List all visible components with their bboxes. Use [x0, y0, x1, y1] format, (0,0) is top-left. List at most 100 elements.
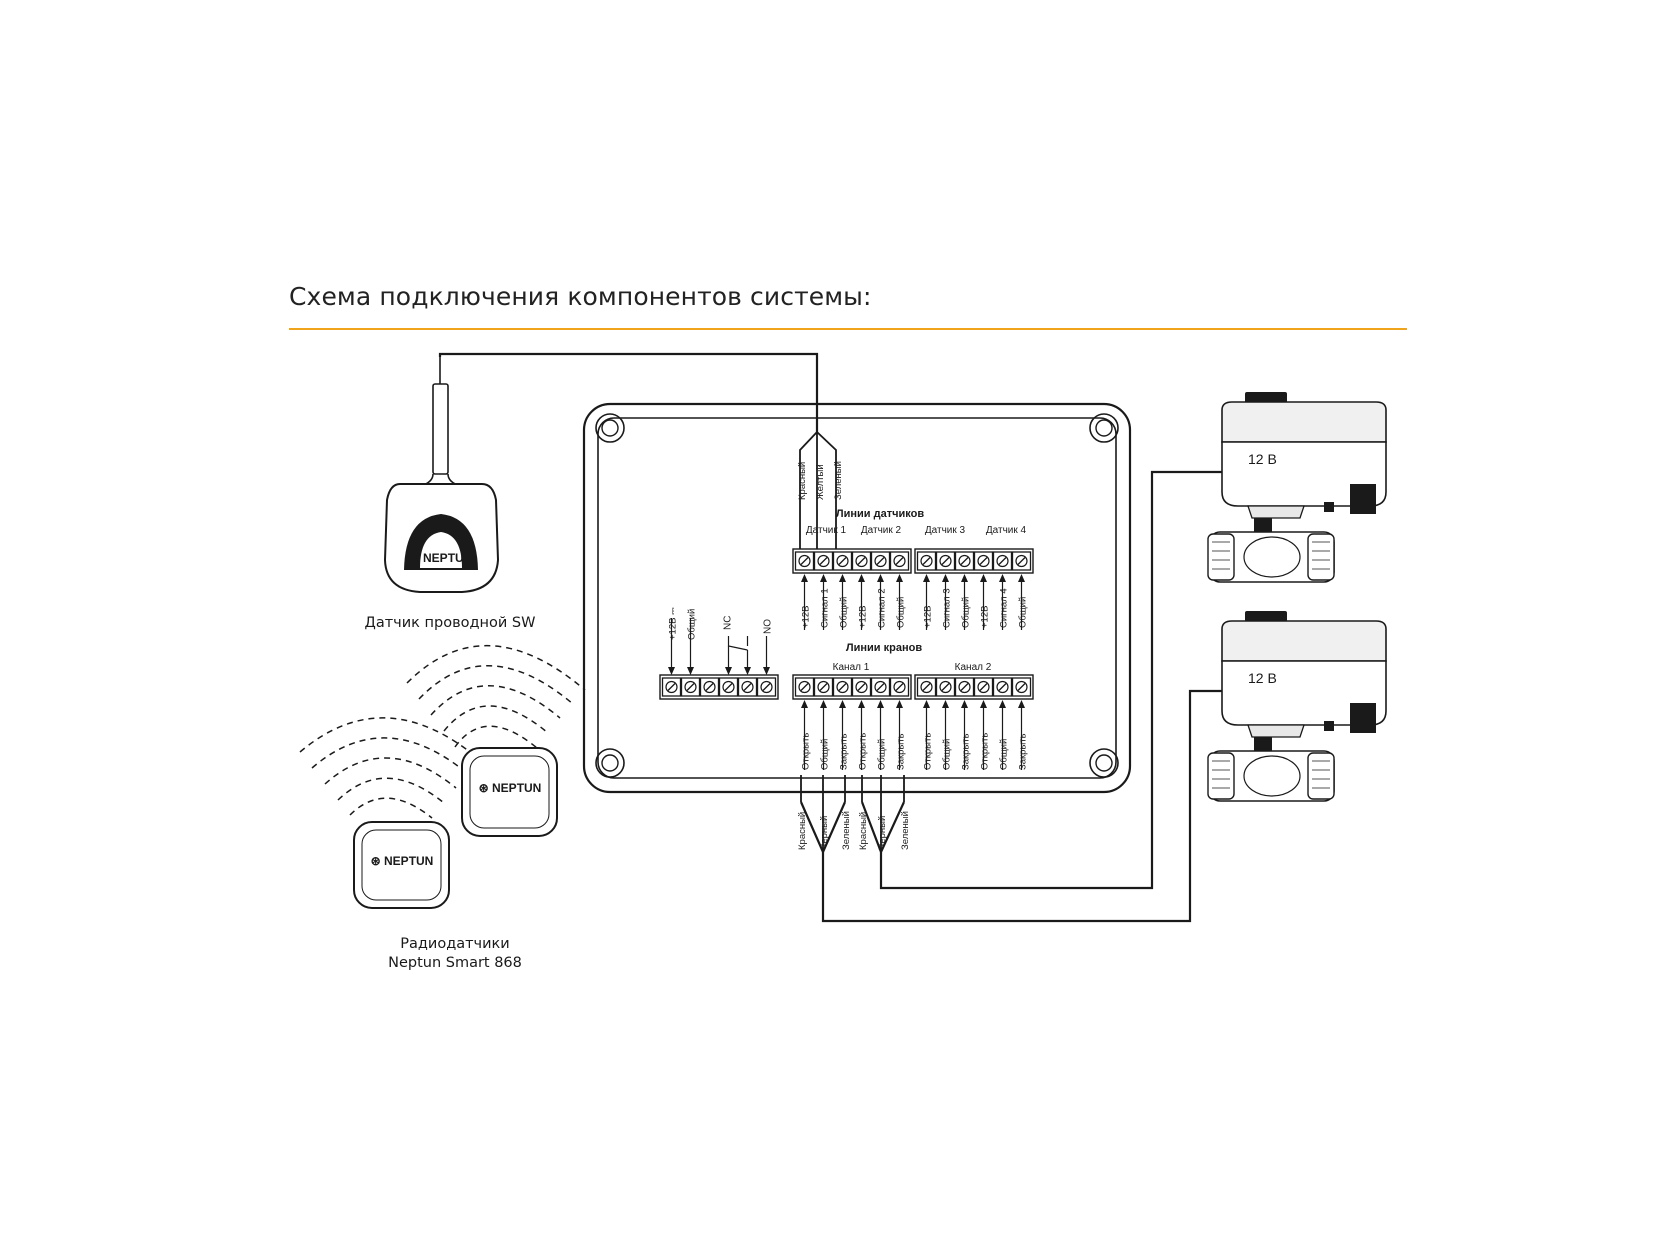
- sensor-terminal-label: Сигнал 2: [877, 588, 888, 628]
- relay-contact-symbol: NC NO: [723, 616, 774, 675]
- arrow-head: [801, 700, 808, 708]
- valve-terminal-label: Открыть: [980, 733, 991, 770]
- valve-nut-left: [1207, 533, 1235, 581]
- valve-wire-color: Красный: [797, 812, 808, 850]
- valve-lines-heading: Линии кранов: [846, 642, 922, 654]
- sensor-terminal-block-1: [792, 548, 912, 574]
- valves: 12 В 12 В: [1207, 392, 1387, 802]
- arrow-head: [980, 700, 987, 708]
- screw-slot: [686, 683, 695, 691]
- screw-head: [703, 680, 716, 694]
- arrow-head: [744, 667, 751, 675]
- controller-housing: [582, 402, 1132, 794]
- power-terminal-label: +12В ⎓: [668, 607, 679, 640]
- valve-wire-color: Черный: [819, 816, 830, 850]
- arrow-head: [668, 667, 675, 675]
- screw-head: [855, 554, 868, 568]
- sensor-terminal-label: Общий: [961, 597, 972, 628]
- arrow-head: [820, 574, 827, 582]
- arrow-head: [858, 574, 865, 582]
- screw-slot: [895, 557, 904, 565]
- relay-no-label: NO: [763, 619, 774, 634]
- actuator-connector: [1350, 484, 1376, 514]
- screw-slot: [941, 683, 950, 691]
- arrow-head: [961, 574, 968, 582]
- arrow-head: [896, 574, 903, 582]
- screw-slot: [724, 683, 733, 691]
- actuator-top: [1221, 620, 1387, 662]
- relay-nc-label: NC: [723, 616, 734, 630]
- screw-head: [874, 680, 887, 694]
- valve-wire-color: Зеленый: [900, 811, 911, 850]
- screw-slot: [979, 683, 988, 691]
- screw-slot: [857, 683, 866, 691]
- sensor-wire: [799, 431, 837, 549]
- screw-slot: [743, 683, 752, 691]
- valve-knob: [1245, 611, 1287, 623]
- brand-label: ⊛ NEPTUN: [479, 781, 542, 795]
- sensor-terminal-label: +12В: [858, 606, 869, 628]
- screw-head: [958, 554, 971, 568]
- screw-head: [798, 554, 811, 568]
- arrow-head: [858, 700, 865, 708]
- screw-head: [722, 680, 735, 694]
- valve-wire-color: Черный: [877, 816, 888, 850]
- screw-slot: [838, 557, 847, 565]
- page-title: Схема подключения компонентов системы:: [289, 282, 872, 311]
- screw-slot: [922, 683, 931, 691]
- sensor-group-label: Датчик 4: [986, 525, 1027, 536]
- radio-sensor-lower: ⊛ NEPTUN: [353, 821, 450, 909]
- screw-slot: [819, 683, 828, 691]
- valve-nut-right: [1307, 752, 1335, 800]
- radio-sensors-caption-1: Радиодатчики: [400, 936, 510, 952]
- sensor-wire-color: Зеленый: [833, 461, 844, 500]
- brand-label: ⊛ NEPTUN: [410, 551, 473, 565]
- sensor-terminal-label: Сигнал 4: [999, 588, 1010, 628]
- wired-sensor-sw: ⊛ NEPTUN: [383, 357, 500, 593]
- screw-head: [817, 554, 830, 568]
- screw-head: [760, 680, 773, 694]
- valve-nut-left: [1207, 752, 1235, 800]
- brand-label: ⊛ NEPTUN: [371, 854, 434, 868]
- sensor-group-label: Датчик 3: [925, 525, 966, 536]
- title-underline: [289, 328, 1407, 330]
- valve-terminal-label: Открыть: [923, 733, 934, 770]
- actuator-top: [1221, 401, 1387, 443]
- valve-terminal-label: Открыть: [858, 733, 869, 770]
- arrow-head: [942, 700, 949, 708]
- valve-nut-right: [1307, 533, 1335, 581]
- valve-ball-outline: [1243, 755, 1301, 797]
- sensor-wire-color: Желтый: [815, 464, 826, 500]
- actuator-neck: [1247, 505, 1305, 519]
- valve-terminal-label: Открыть: [801, 733, 812, 770]
- arrow-head: [999, 700, 1006, 708]
- power-terminal-label: Общий: [687, 609, 698, 640]
- screw-slot: [762, 683, 771, 691]
- arrow-head: [923, 574, 930, 582]
- actuator-neck: [1247, 724, 1305, 738]
- arrow-head: [687, 667, 694, 675]
- screw-head: [920, 554, 933, 568]
- valve-wire-color: Зеленый: [841, 811, 852, 850]
- arrow-head: [961, 700, 968, 708]
- valve-stem: [1254, 518, 1272, 534]
- screw-head: [836, 554, 849, 568]
- screw-head: [836, 680, 849, 694]
- screw-slot: [998, 683, 1007, 691]
- sensor-terminal-label: Сигнал 3: [942, 588, 953, 628]
- valve-knob: [1245, 392, 1287, 404]
- arrow-head: [725, 667, 732, 675]
- valve-terminal-label: Закрыть: [839, 733, 850, 770]
- arrow-head: [942, 574, 949, 582]
- sensor-terminal-label: Общий: [839, 597, 850, 628]
- screw-head: [874, 554, 887, 568]
- sensor-terminal-label: Общий: [1018, 597, 1029, 628]
- ball-valve-2: 12 В: [1207, 611, 1387, 802]
- arrow-head: [1018, 574, 1025, 582]
- screw-slot: [857, 557, 866, 565]
- screw-head: [939, 554, 952, 568]
- ball-valve-1: 12 В: [1207, 392, 1387, 583]
- valve-ball-outline: [1243, 536, 1301, 578]
